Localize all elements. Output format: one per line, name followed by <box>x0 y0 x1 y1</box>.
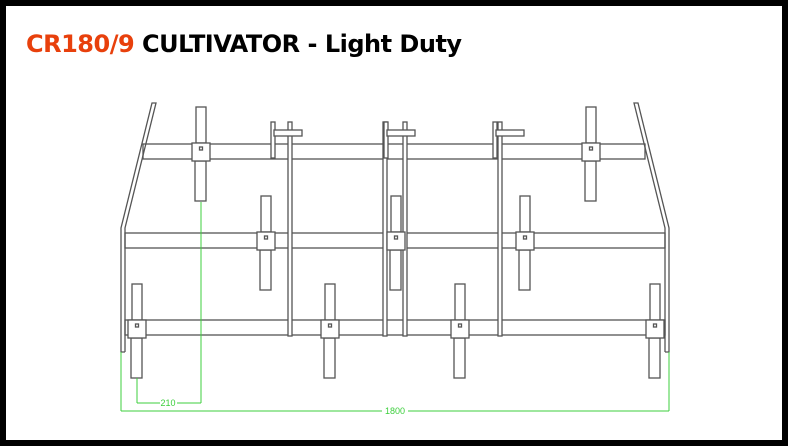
tine-point <box>194 160 207 202</box>
tine-point <box>259 249 272 291</box>
tine-shank-upper <box>390 195 402 233</box>
top-beam <box>142 143 646 160</box>
hitch-lug <box>492 121 498 159</box>
tine-clamp <box>450 319 470 339</box>
mounting-plate <box>497 121 503 337</box>
tine-clamp <box>645 319 665 339</box>
tine-shank-upper <box>649 283 661 321</box>
clamp-bolt <box>198 146 204 151</box>
hitch-pin <box>495 129 525 137</box>
tine-point <box>648 337 661 379</box>
clamp-bolt <box>588 146 594 151</box>
tine-clamp <box>581 142 601 162</box>
tine-point <box>130 337 143 379</box>
hitch-lug <box>270 121 276 159</box>
tine-clamp <box>515 231 535 251</box>
model-code: CR180/9 <box>26 30 135 58</box>
dimension-210: 210 <box>160 398 175 408</box>
mounting-plate <box>287 121 293 337</box>
tine-point <box>453 337 466 379</box>
tine-shank-upper <box>454 283 466 321</box>
tine-point <box>389 249 402 291</box>
tine-shank-upper <box>585 106 597 144</box>
hitch-pin <box>386 129 416 137</box>
tine-shank-upper <box>131 283 143 321</box>
tine-clamp <box>127 319 147 339</box>
mounting-plate <box>402 121 408 337</box>
clamp-bolt <box>327 323 333 328</box>
page-title: CR180/9 CULTIVATOR - Light Duty <box>26 30 462 58</box>
tine-point <box>323 337 336 379</box>
bottom-beam <box>124 319 666 336</box>
tine-shank-upper <box>195 106 207 144</box>
clamp-bolt <box>134 323 140 328</box>
tine-point <box>518 249 531 291</box>
product-name: CULTIVATOR - Light Duty <box>142 30 462 58</box>
tine-shank-upper <box>260 195 272 233</box>
dimension-lines <box>120 202 670 412</box>
dimension-1800: 1800 <box>385 406 405 416</box>
hitch-lug <box>383 121 389 159</box>
clamp-bolt <box>652 323 658 328</box>
tine-clamp <box>386 231 406 251</box>
tine-clamp <box>320 319 340 339</box>
clamp-bolt <box>522 235 528 240</box>
clamp-bolt <box>393 235 399 240</box>
tine-clamp <box>191 142 211 162</box>
hitch-pin <box>273 129 303 137</box>
tine-shank-upper <box>519 195 531 233</box>
clamp-bolt <box>263 235 269 240</box>
tine-point <box>584 160 597 202</box>
clamp-bolt <box>457 323 463 328</box>
tine-clamp <box>256 231 276 251</box>
tine-shank-upper <box>324 283 336 321</box>
